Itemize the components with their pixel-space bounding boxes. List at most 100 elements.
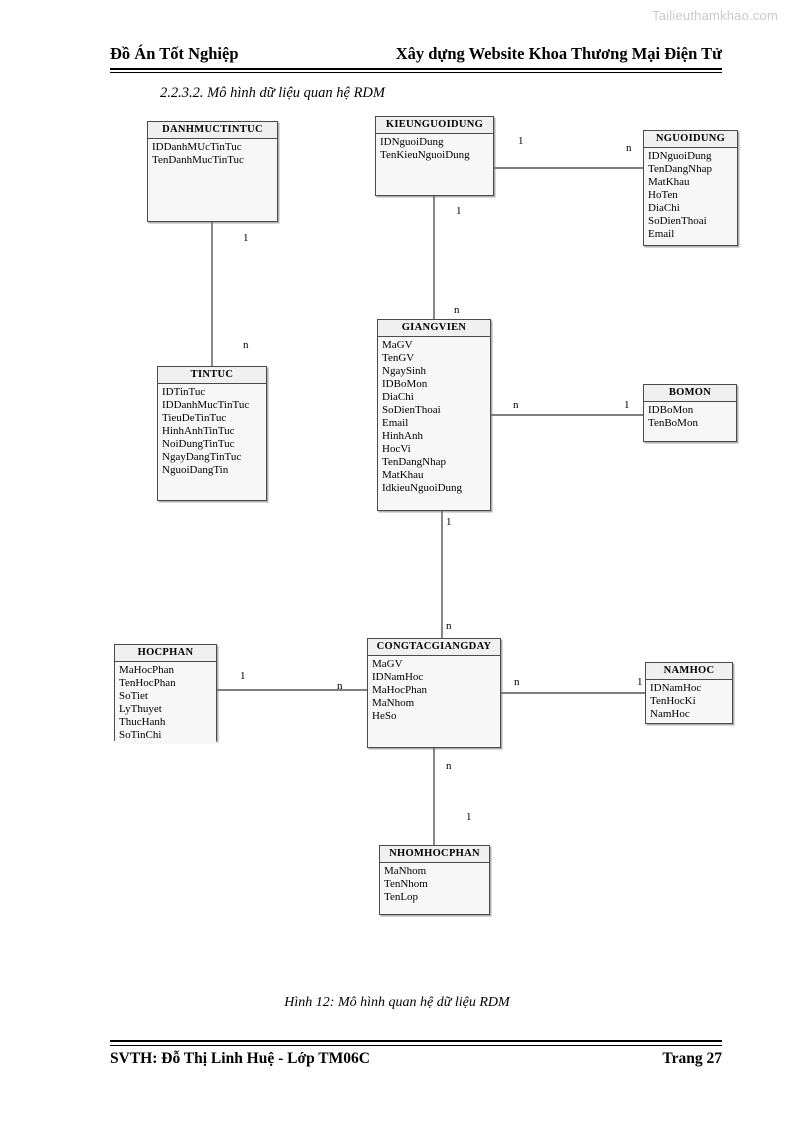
- entity-field: IDNamHoc: [372, 671, 424, 683]
- entity-field: TenNhom: [384, 878, 428, 890]
- entity-field: TenBoMon: [648, 417, 698, 429]
- entity-field: DiaChi: [648, 202, 680, 214]
- entity-field: MatKhau: [648, 176, 690, 188]
- entity-field: SoTiet: [119, 690, 148, 702]
- footer-divider-thin: [110, 1045, 722, 1046]
- entity-field: HoTen: [648, 189, 678, 201]
- entity-field: DiaChi: [382, 391, 414, 403]
- cardinality-label-congtacgiangday-namhoc-to: 1: [637, 676, 643, 688]
- cardinality-label-kieunguoidung-giangvien-from: 1: [456, 205, 462, 217]
- page-header: Đồ Án Tốt Nghiệp Xây dựng Website Khoa T…: [110, 44, 722, 68]
- entity-field: MaNhom: [384, 865, 427, 877]
- entity-title: CONGTACGIANGDAY: [368, 639, 500, 656]
- entity-field: TenDangNhap: [382, 456, 446, 468]
- entity-title: BOMON: [644, 385, 736, 402]
- entity-title: HOCPHAN: [115, 645, 216, 662]
- entity-field: MaHocPhan: [372, 684, 427, 696]
- entity-title: NAMHOC: [646, 663, 732, 680]
- entity-field: IDNguoiDung: [648, 150, 712, 162]
- entity-field: IdkieuNguoiDung: [382, 482, 463, 494]
- entity-field: IDTinTuc: [162, 386, 206, 398]
- cardinality-label-giangvien-bomon-from: n: [513, 399, 519, 411]
- watermark: Tailieuthamkhao.com: [652, 8, 778, 23]
- header-divider-thick: [110, 68, 722, 70]
- cardinality-label-congtacgiangday-nhomhocphan-from: n: [446, 760, 452, 772]
- entity-field: HeSo: [372, 710, 397, 722]
- cardinality-label-kieunguoidung-nguoidung-from: 1: [518, 135, 524, 147]
- entity-field: Email: [648, 228, 675, 240]
- entity-field: ThucHanh: [119, 716, 166, 728]
- entity-field: NamHoc: [650, 708, 690, 720]
- entity-field: IDDanhMUcTinTuc: [152, 141, 242, 153]
- entity-field: MaGV: [382, 339, 413, 351]
- entity-field: TenDanhMucTinTuc: [152, 154, 244, 166]
- cardinality-label-congtacgiangday-namhoc-from: n: [514, 676, 520, 688]
- cardinality-label-danhmuctintuc-tintuc-from: 1: [243, 232, 249, 244]
- entity-field: TenLop: [384, 891, 419, 903]
- entity-field: MaGV: [372, 658, 403, 670]
- entity-field: MaHocPhan: [119, 664, 174, 676]
- entity-field: LyThuyet: [119, 703, 162, 715]
- cardinality-label-giangvien-bomon-to: 1: [624, 399, 630, 411]
- entity-field: IDBoMon: [648, 404, 694, 416]
- entity-title: NHOMHOCPHAN: [380, 846, 489, 863]
- entity-field: NgayDangTinTuc: [162, 451, 242, 463]
- entity-field: SoTinChi: [119, 729, 162, 741]
- header-divider-thin: [110, 72, 722, 73]
- entity-field: SoDienThoai: [382, 404, 441, 416]
- cardinality-label-hocphan-congtacgiangday-from: 1: [240, 670, 246, 682]
- entity-field: IDNamHoc: [650, 682, 702, 694]
- entity-field: SoDienThoai: [648, 215, 707, 227]
- entity-field: IDNguoiDung: [380, 136, 444, 148]
- entity-field: IDDanhMucTinTuc: [162, 399, 250, 411]
- entity-field: MaNhom: [372, 697, 415, 709]
- footer-author: SVTH: Đỗ Thị Linh Huệ - Lớp TM06C: [110, 1050, 370, 1067]
- entity-field: TenHocPhan: [119, 677, 176, 689]
- header-title-left: Đồ Án Tốt Nghiệp: [110, 44, 239, 63]
- cardinality-label-giangvien-congtacgiangday-from: 1: [446, 516, 452, 528]
- entity-field: NoiDungTinTuc: [162, 438, 235, 450]
- entity-field: TenHocKi: [650, 695, 696, 707]
- entity-field: Email: [382, 417, 409, 429]
- cardinality-label-giangvien-congtacgiangday-to: n: [446, 620, 452, 632]
- entity-field: TenDangNhap: [648, 163, 712, 175]
- entity-field: TenKieuNguoiDung: [380, 149, 470, 161]
- entity-field: TenGV: [382, 352, 415, 364]
- entity-title: DANHMUCTINTUC: [148, 122, 277, 139]
- entity-field: TieuDeTinTuc: [162, 412, 227, 424]
- entity-field: HinhAnh: [382, 430, 423, 442]
- cardinality-label-kieunguoidung-giangvien-to: n: [454, 304, 460, 316]
- entity-field: NgaySinh: [382, 365, 426, 377]
- entity-title: GIANGVIEN: [378, 320, 490, 337]
- figure-caption: Hình 12: Mô hình quan hệ dữ liệu RDM: [284, 995, 510, 1010]
- entity-title: TINTUC: [158, 367, 266, 384]
- page-footer: SVTH: Đỗ Thị Linh Huệ - Lớp TM06C Trang …: [110, 1050, 722, 1072]
- section-title: 2.2.3.2. Mô hình dữ liệu quan hệ RDM: [160, 85, 385, 101]
- entity-field: IDBoMon: [382, 378, 428, 390]
- entity-title: KIEUNGUOIDUNG: [376, 117, 493, 134]
- footer-page-number: Trang 27: [662, 1050, 722, 1067]
- cardinality-label-congtacgiangday-nhomhocphan-to: 1: [466, 811, 472, 823]
- header-title-right: Xây dựng Website Khoa Thương Mại Điện Tử: [395, 44, 722, 63]
- entity-field: MatKhau: [382, 469, 424, 481]
